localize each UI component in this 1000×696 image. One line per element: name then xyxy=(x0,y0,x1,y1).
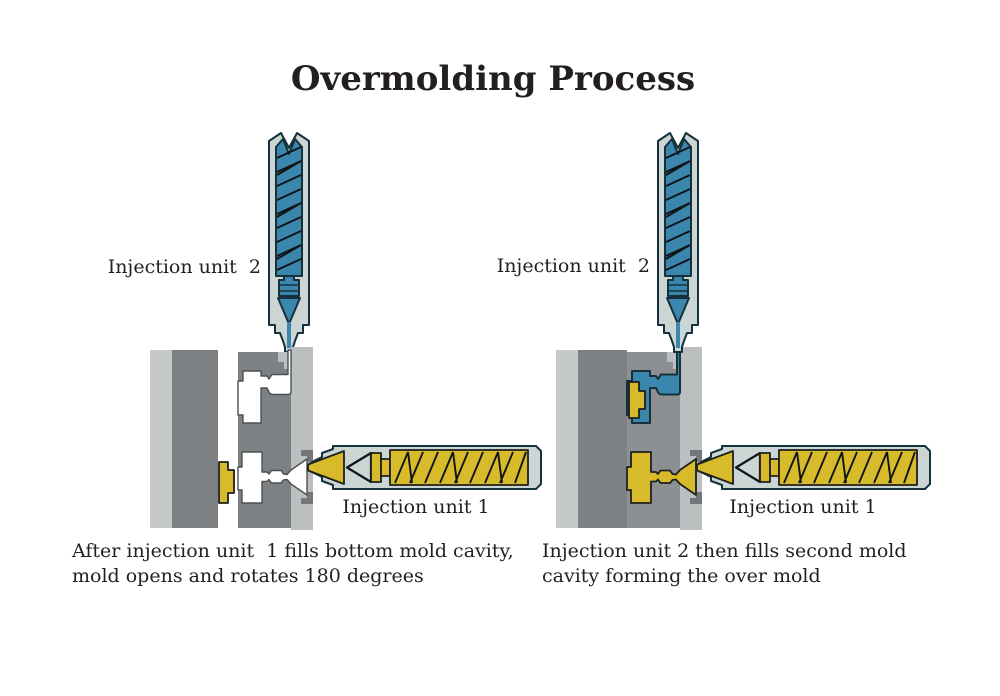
unit1-screw-flights xyxy=(394,451,527,484)
right-stage: Injection unit 2 Injection unit 1 Inject… xyxy=(497,132,932,587)
right-caption-line2: cavity forming the over mold xyxy=(542,565,821,587)
unit1-nozzle xyxy=(307,450,345,485)
page-title: Overmolding Process xyxy=(291,59,695,99)
moving-core-block xyxy=(578,350,627,528)
unit2-ring-grooves xyxy=(279,284,299,292)
molded-part-first-shot xyxy=(218,461,235,504)
unit2-melt-stream xyxy=(287,322,291,348)
injection-unit-1-label: Injection unit 1 xyxy=(729,496,876,518)
injection-unit-2-label: Injection unit 2 xyxy=(108,256,261,278)
unit1-screw-shaft xyxy=(380,458,391,477)
nozzle-notch-lower xyxy=(301,492,313,504)
moving-core-block xyxy=(172,350,218,528)
unit2-check-ring xyxy=(278,275,300,297)
nozzle-notch-upper xyxy=(301,450,313,462)
moving-platen xyxy=(556,350,578,528)
right-caption-line1: Injection unit 2 then fills second mold xyxy=(542,540,907,562)
injection-unit-1 xyxy=(307,445,542,490)
sprue-seat-notch xyxy=(667,352,702,374)
injection-unit-1-label: Injection unit 1 xyxy=(342,496,489,518)
injection-unit-1 xyxy=(695,444,932,491)
mold-moving-half xyxy=(150,350,235,528)
injection-unit-2 xyxy=(657,132,699,353)
unit2-nozzle-cone xyxy=(277,297,301,325)
left-caption-line2: mold opens and rotates 180 degrees xyxy=(72,565,424,587)
injection-unit-2 xyxy=(268,132,310,353)
nozzle-notch-upper xyxy=(690,450,702,462)
injection-unit-2-label: Injection unit 2 xyxy=(497,255,650,277)
nozzle-notch-lower xyxy=(690,492,702,504)
unit2-screw-flights xyxy=(276,146,302,271)
insert-part-in-top-cavity xyxy=(628,381,646,419)
left-caption-line1: After injection unit 1 fills bottom mold… xyxy=(71,540,514,562)
unit1-screw-collar xyxy=(370,452,382,483)
mold-closed xyxy=(556,344,702,530)
mold-cavity-half xyxy=(237,347,313,530)
sprue-seat-notch xyxy=(278,352,313,374)
unit1-screw-body xyxy=(389,449,529,486)
moving-platen xyxy=(150,350,172,528)
left-stage: Injection unit 2 Injection unit 1 After … xyxy=(71,132,542,587)
